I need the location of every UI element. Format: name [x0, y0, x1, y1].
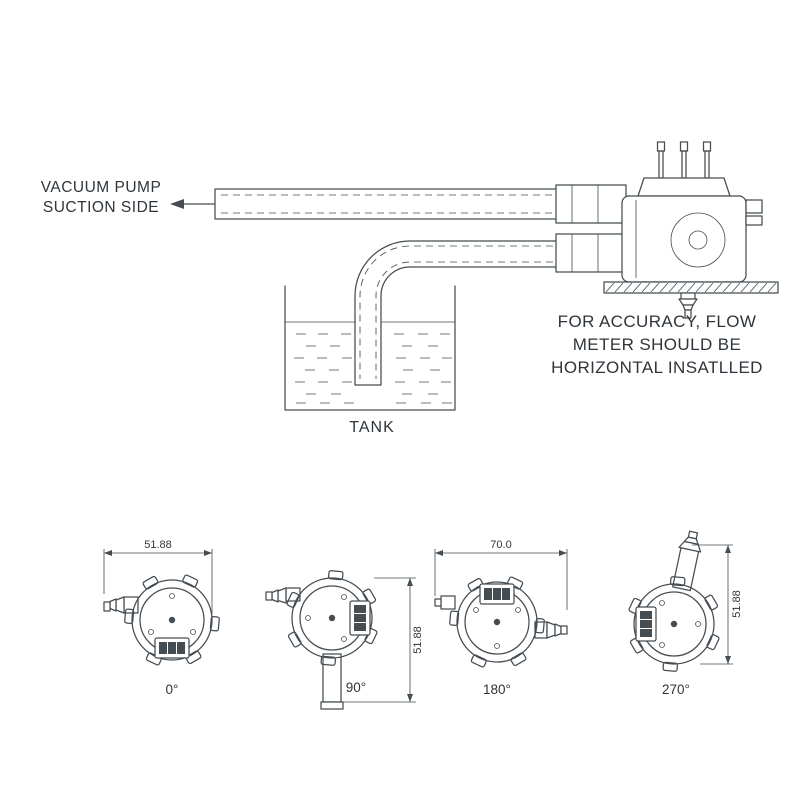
angle-label: 0°	[166, 682, 179, 697]
dimension-width: 51.88	[103, 539, 213, 614]
tank-drop-tube	[354, 240, 559, 386]
outlet-pipe-up	[672, 530, 702, 592]
tank-label: TANK	[349, 419, 394, 436]
mounting-plate	[603, 281, 779, 294]
dimension-height: 51.88	[692, 544, 743, 665]
meter-body-view	[448, 575, 546, 669]
installation-note-line3: HORIZONTAL INSATLLED	[551, 358, 763, 377]
outlet-pipe-down	[320, 653, 344, 710]
orientation-view-90: 51.88 90°	[265, 569, 424, 710]
angle-label: 180°	[483, 682, 511, 697]
installation-note-line2: METER SHOULD BE	[573, 335, 741, 354]
vacuum-pump-label: VACUUM PUMP SUCTION SIDE	[41, 179, 162, 216]
angle-label: 270°	[662, 682, 690, 697]
dimension-label: 70.0	[490, 539, 511, 551]
flow-meter-front	[603, 141, 779, 319]
barb-fitting	[678, 292, 698, 319]
orientation-view-270: 51.88 270°	[627, 530, 743, 697]
dimension-label: 51.88	[412, 626, 424, 654]
side-bracket	[745, 199, 763, 226]
meter-body-view	[123, 573, 221, 667]
barb-fitting-left	[103, 596, 139, 614]
meter-body-view	[627, 575, 721, 673]
flow-direction-arrow	[170, 199, 215, 209]
installation-note-line1: FOR ACCURACY, FLOW	[558, 312, 757, 331]
connector-flange	[637, 177, 731, 197]
vacuum-pump-label-line2: SUCTION SIDE	[43, 199, 159, 216]
dimension-label: 51.88	[144, 539, 172, 551]
installation-note: FOR ACCURACY, FLOW METER SHOULD BE HORIZ…	[551, 312, 763, 377]
barb-fitting-top-left	[265, 587, 301, 604]
electrical-pins	[656, 141, 712, 179]
meter-body-view	[285, 569, 379, 667]
suction-tube	[214, 188, 559, 220]
vacuum-pump-label-line1: VACUUM PUMP	[41, 179, 162, 196]
angle-label: 90°	[346, 680, 366, 695]
dimension-label: 51.88	[731, 590, 743, 618]
tube-coupler-top	[555, 184, 627, 224]
orientation-view-0: 51.88 0°	[103, 539, 221, 697]
dimension-height: 51.88	[343, 577, 424, 703]
stub-fitting-left	[434, 595, 456, 610]
orientation-view-180: 70.0 180°	[434, 539, 568, 697]
dimension-width: 70.0	[434, 539, 568, 610]
liquid-hatch	[294, 333, 452, 404]
tank	[284, 285, 456, 411]
meter-body	[621, 195, 747, 283]
tube-coupler-bottom	[555, 233, 627, 273]
barb-fitting-right	[534, 621, 568, 639]
